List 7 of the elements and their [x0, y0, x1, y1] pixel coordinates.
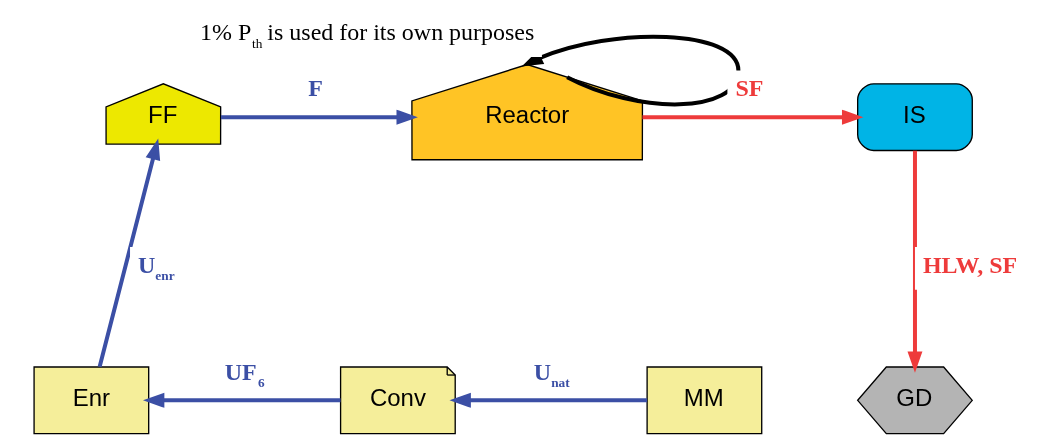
edge-label: U$_{nat}$: [533, 358, 570, 390]
edge-label: F: [308, 74, 323, 101]
edge-label: U$_{enr}$: [138, 251, 175, 283]
edge-label: 1% P$_{th}$ is used for its own purposes: [200, 18, 535, 51]
edge-label: HLW, SF: [922, 251, 1018, 278]
edge-label: SF: [735, 74, 764, 101]
edge-label: UF$_{6}$: [224, 358, 265, 390]
